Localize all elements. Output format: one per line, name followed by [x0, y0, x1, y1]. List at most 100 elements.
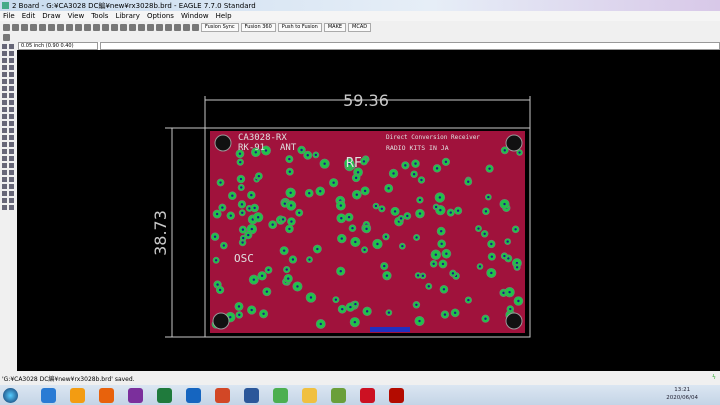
tool-icon[interactable] — [111, 23, 118, 31]
draw-tool-icon[interactable] — [2, 149, 7, 154]
draw-tool-icon[interactable] — [9, 135, 14, 140]
draw-tool-icon[interactable] — [2, 184, 7, 189]
start-button[interactable] — [3, 387, 18, 403]
board-canvas[interactable]: 59.36 38.73 CA3028-RX RK-91 ANT RF OSC D… — [17, 50, 720, 371]
draw-tool-icon[interactable] — [9, 156, 14, 161]
taskbar-word-icon[interactable] — [244, 387, 259, 403]
tool-icon[interactable] — [84, 23, 91, 31]
draw-tool-icon[interactable] — [2, 100, 7, 105]
draw-tool-icon[interactable] — [9, 44, 14, 49]
taskbar-media-icon[interactable] — [70, 387, 85, 403]
draw-tool-icon[interactable] — [9, 205, 14, 210]
draw-tool-icon[interactable] — [2, 170, 7, 175]
tool-icon[interactable] — [120, 23, 127, 31]
draw-tool-icon[interactable] — [2, 114, 7, 119]
draw-tool-icon[interactable] — [2, 121, 7, 126]
draw-tool-icon[interactable] — [9, 100, 14, 105]
draw-tool-icon[interactable] — [9, 177, 14, 182]
tool-icon[interactable] — [30, 23, 37, 31]
tool-icon[interactable] — [192, 23, 199, 31]
draw-tool-icon[interactable] — [2, 205, 7, 210]
draw-tool-icon[interactable] — [2, 142, 7, 147]
taskbar-outlook-icon[interactable] — [186, 387, 201, 403]
grid-icon[interactable] — [3, 34, 10, 41]
draw-tool-icon[interactable] — [9, 198, 14, 203]
taskbar-explorer-icon[interactable] — [302, 387, 317, 403]
tool-icon[interactable] — [183, 23, 190, 31]
taskbar-firefox-icon[interactable] — [99, 387, 114, 403]
draw-tool-icon[interactable] — [2, 65, 7, 70]
tool-icon[interactable] — [75, 23, 82, 31]
draw-tool-icon[interactable] — [9, 107, 14, 112]
draw-tool-icon[interactable] — [2, 93, 7, 98]
tool-icon[interactable] — [102, 23, 109, 31]
tool-icon[interactable] — [156, 23, 163, 31]
taskbar-eagle-icon[interactable] — [360, 387, 375, 403]
draw-tool-icon[interactable] — [9, 79, 14, 84]
draw-tool-icon[interactable] — [9, 58, 14, 63]
draw-tool-icon[interactable] — [2, 177, 7, 182]
draw-tool-icon[interactable] — [2, 198, 7, 203]
tool-icon[interactable] — [129, 23, 136, 31]
taskbar-app-icon[interactable] — [331, 387, 346, 403]
menu-file[interactable]: File — [3, 12, 15, 20]
taskbar-powerpoint-icon[interactable] — [215, 387, 230, 403]
tool-icon[interactable] — [93, 23, 100, 31]
draw-tool-icon[interactable] — [2, 51, 7, 56]
draw-tool-icon[interactable] — [2, 128, 7, 133]
draw-tool-icon[interactable] — [9, 86, 14, 91]
draw-tool-icon[interactable] — [9, 142, 14, 147]
menu-options[interactable]: Options — [146, 12, 174, 20]
draw-tool-icon[interactable] — [2, 156, 7, 161]
draw-tool-icon[interactable] — [9, 51, 14, 56]
draw-tool-icon[interactable] — [9, 128, 14, 133]
draw-tool-icon[interactable] — [2, 163, 7, 168]
draw-tool-icon[interactable] — [2, 72, 7, 77]
draw-tool-icon[interactable] — [9, 191, 14, 196]
draw-tool-icon[interactable] — [2, 191, 7, 196]
taskbar-acrobat-icon[interactable] — [389, 387, 404, 403]
tool-icon[interactable] — [12, 23, 19, 31]
toolbar-button-push-to-fusion[interactable]: Push to Fusion — [277, 22, 322, 32]
menu-view[interactable]: View — [67, 12, 85, 20]
menu-edit[interactable]: Edit — [21, 12, 36, 20]
draw-tool-icon[interactable] — [9, 184, 14, 189]
draw-tool-icon[interactable] — [2, 86, 7, 91]
draw-tool-icon[interactable] — [9, 149, 14, 154]
draw-tool-icon[interactable] — [2, 44, 7, 49]
tool-icon[interactable] — [48, 23, 55, 31]
menu-help[interactable]: Help — [215, 12, 232, 20]
tool-icon[interactable] — [138, 23, 145, 31]
taskbar-chrome-icon[interactable] — [273, 387, 288, 403]
tool-icon[interactable] — [57, 23, 64, 31]
draw-tool-icon[interactable] — [9, 93, 14, 98]
taskbar-ie-icon[interactable] — [41, 387, 56, 403]
command-input[interactable] — [100, 42, 720, 50]
toolbar-button-mcad[interactable]: MCAD — [348, 22, 372, 32]
tool-icon[interactable] — [147, 23, 154, 31]
taskbar-excel-icon[interactable] — [157, 387, 172, 403]
menu-draw[interactable]: Draw — [42, 12, 61, 20]
draw-tool-icon[interactable] — [9, 72, 14, 77]
draw-tool-icon[interactable] — [9, 163, 14, 168]
draw-tool-icon[interactable] — [2, 79, 7, 84]
draw-tool-icon[interactable] — [9, 114, 14, 119]
system-clock[interactable]: 13:21 2020/06/04 — [666, 386, 698, 402]
draw-tool-icon[interactable] — [9, 65, 14, 70]
taskbar-onenote-icon[interactable] — [128, 387, 143, 403]
tool-icon[interactable] — [3, 23, 10, 31]
tool-icon[interactable] — [174, 23, 181, 31]
menu-tools[interactable]: Tools — [91, 12, 109, 20]
tool-icon[interactable] — [21, 23, 28, 31]
toolbar-button-fusion-sync[interactable]: Fusion Sync — [201, 22, 239, 32]
menu-library[interactable]: Library — [115, 12, 140, 20]
tool-icon[interactable] — [165, 23, 172, 31]
draw-tool-icon[interactable] — [2, 107, 7, 112]
draw-tool-icon[interactable] — [9, 170, 14, 175]
draw-tool-icon[interactable] — [9, 121, 14, 126]
draw-tool-icon[interactable] — [2, 135, 7, 140]
draw-tool-icon[interactable] — [2, 58, 7, 63]
tool-icon[interactable] — [66, 23, 73, 31]
tool-icon[interactable] — [39, 23, 46, 31]
toolbar-button-fusion-360[interactable]: Fusion 360 — [240, 22, 276, 32]
